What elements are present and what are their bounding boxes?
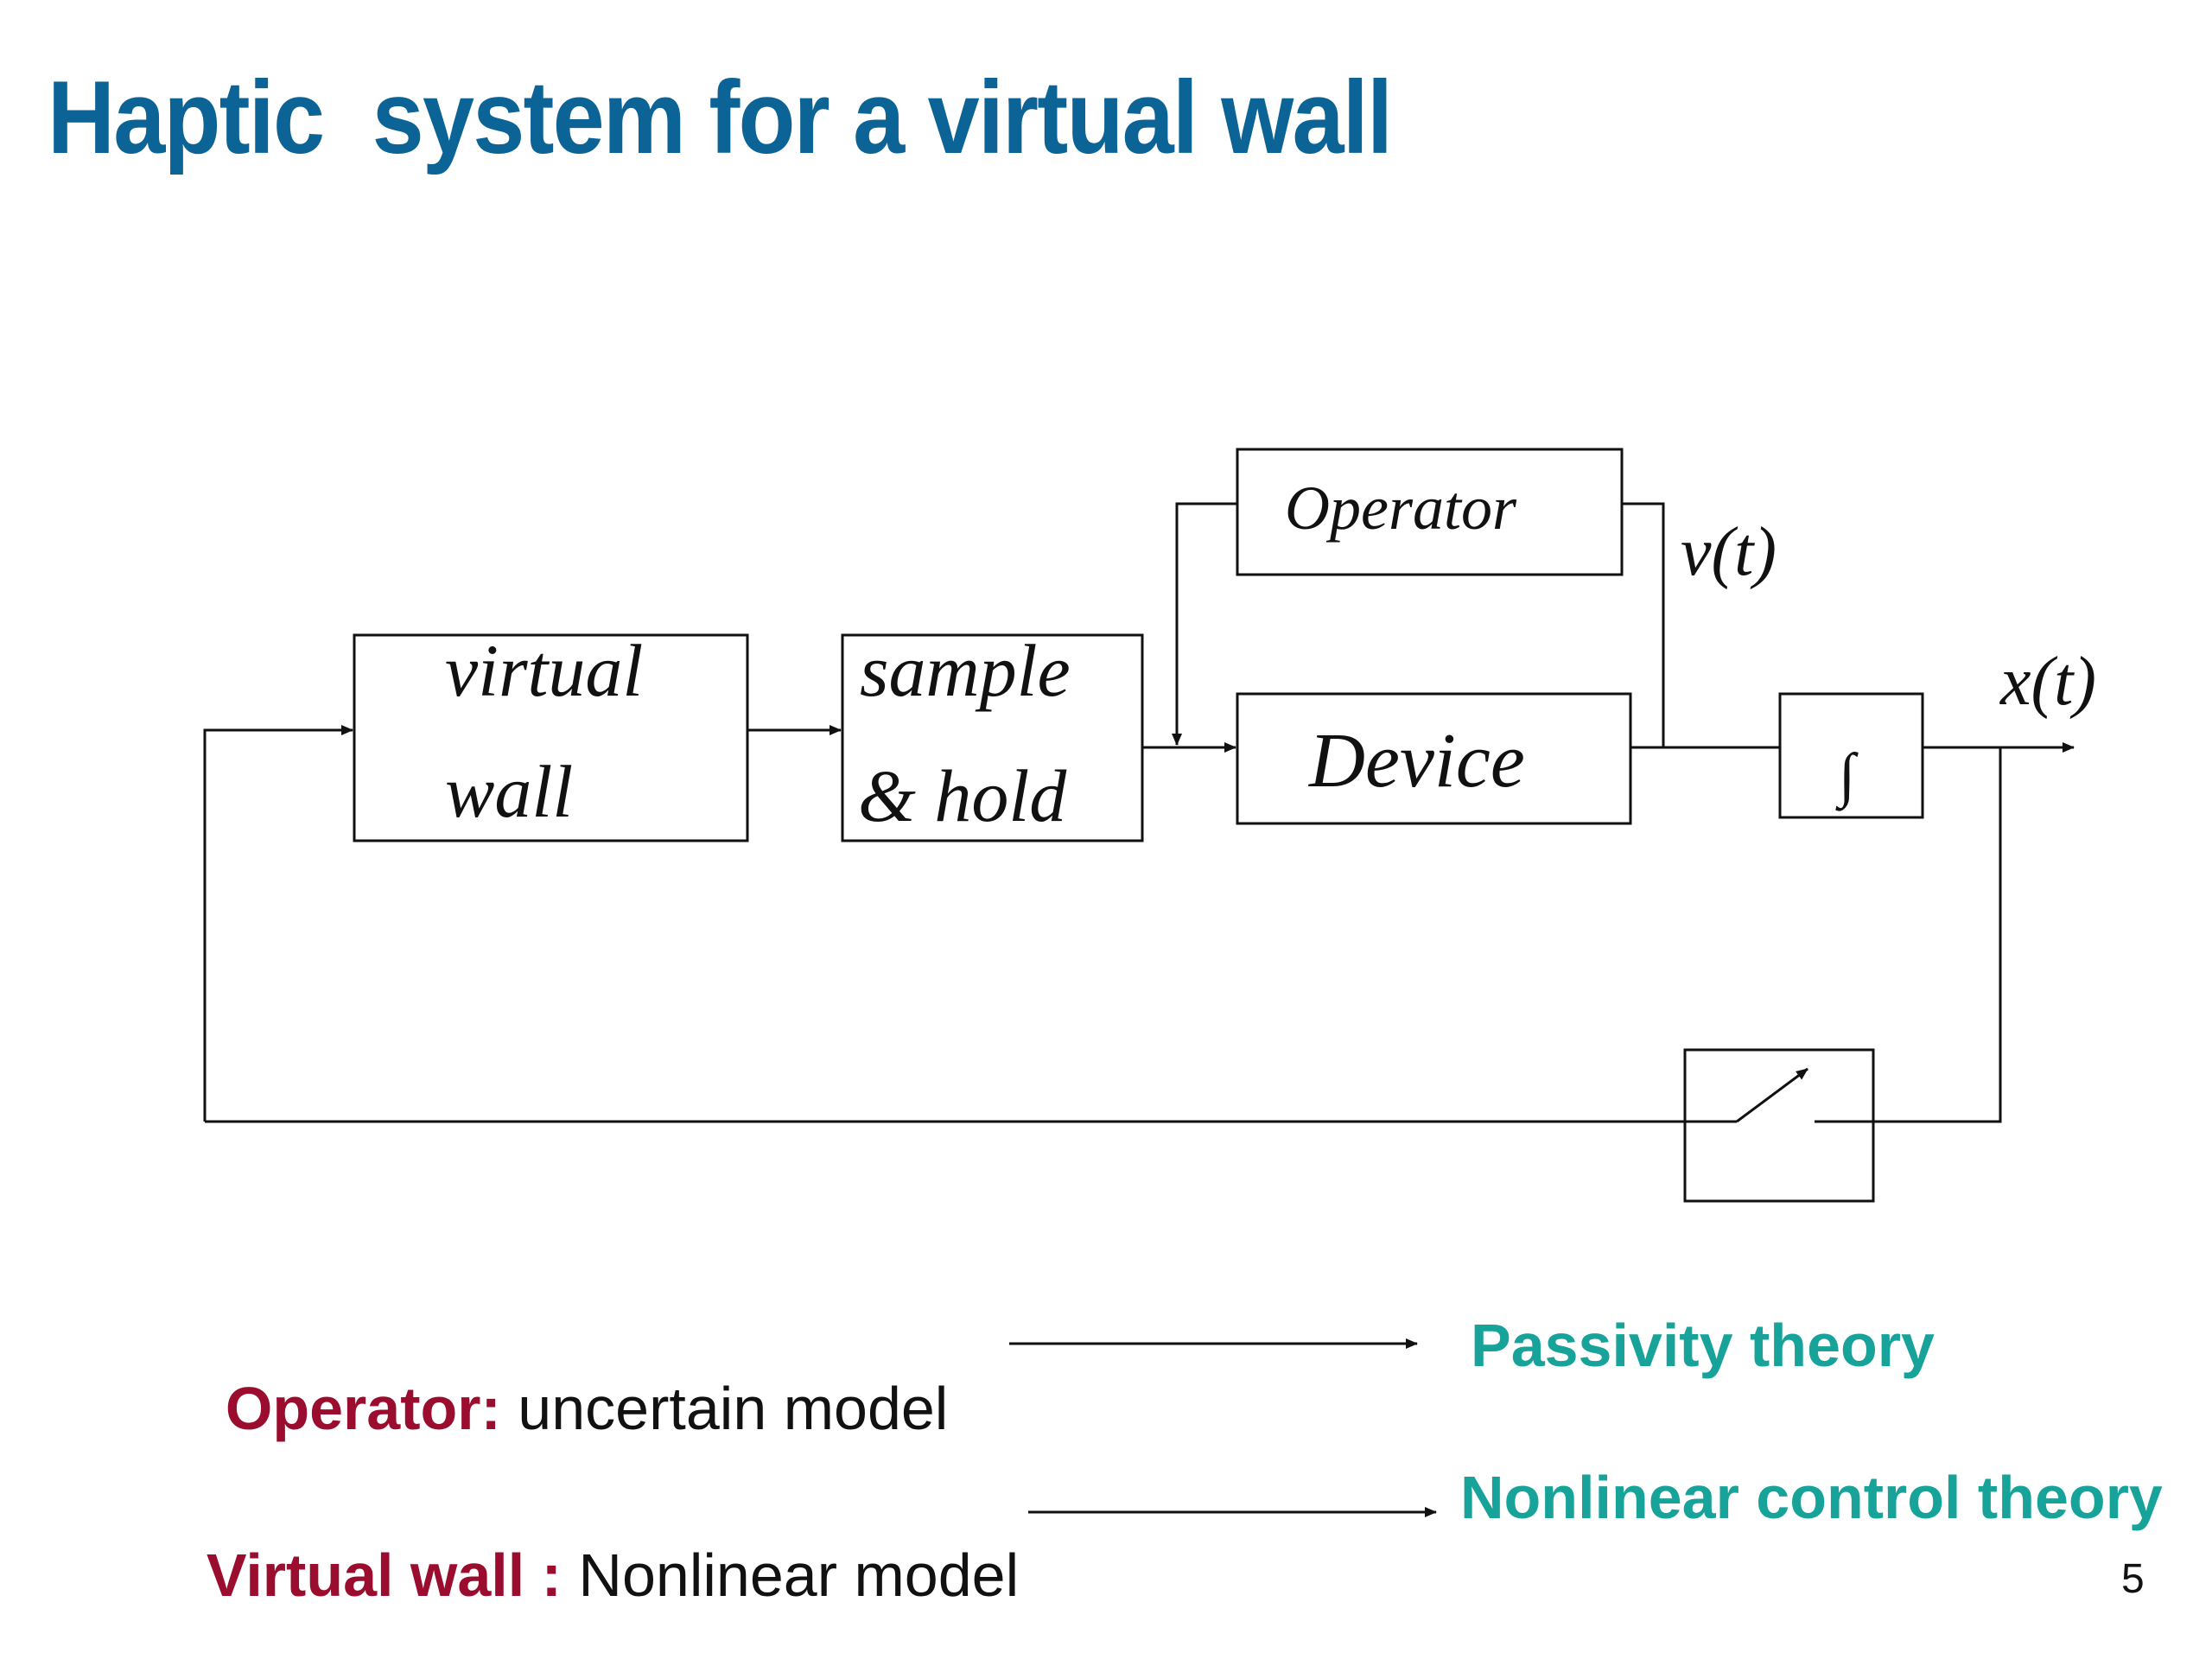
velocity-signal-label: v(t): [1681, 514, 1777, 590]
virtual-wall-label-line1: virtual: [445, 629, 643, 712]
virtual-wall-block: [353, 633, 749, 842]
integrator-symbol: ∫: [1835, 742, 1859, 811]
velocity-to-operator-line: [1622, 502, 1665, 747]
device-block: [1236, 692, 1632, 825]
virtual-wall-note: Virtual wall : Nonlinear model: [173, 1484, 1019, 1605]
virtual-wall-note-model: Nonlinear model: [578, 1541, 1020, 1609]
sampler-switch-block: [1683, 1048, 1875, 1203]
sample-hold-label-line2: & hold: [858, 754, 1067, 837]
sample-hold-block: [841, 633, 1144, 842]
position-signal-label: x(t): [1999, 644, 2096, 720]
operator-note-term: Operator:: [225, 1375, 501, 1442]
position-feedback-line: [1815, 747, 2002, 1123]
operator-block: [1236, 448, 1624, 576]
page-number: 5: [2121, 1556, 2145, 1602]
slide-title: Haptic system for a virtual wall: [48, 60, 1393, 175]
virtual-wall-label-line2: wall: [445, 750, 573, 833]
operator-to-junction-arrow: [1172, 502, 1237, 746]
nonlinear-control-theory-label: Nonlinear control theory: [1460, 1464, 2163, 1531]
operator-label: Operator: [1285, 474, 1517, 543]
device-label: Device: [1307, 718, 1525, 804]
sample-hold-label-line1: sample: [860, 629, 1071, 712]
passivity-theory-label: Passivity theory: [1471, 1312, 1935, 1379]
integrator-block: [1778, 692, 1924, 819]
sampler-switch-contact: [1736, 1067, 1808, 1123]
virtual-wall-note-term: Virtual wall :: [206, 1541, 579, 1609]
feedback-to-virtual-wall-arrow: [203, 725, 353, 1122]
operator-note-model: uncertain model: [500, 1375, 949, 1442]
operator-note: Operator: uncertain model: [192, 1318, 948, 1439]
